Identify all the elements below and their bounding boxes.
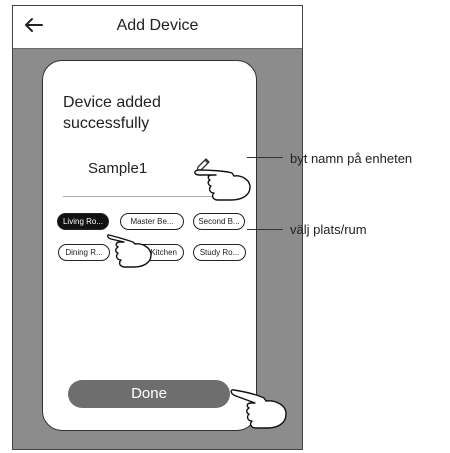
- divider: [63, 196, 238, 197]
- page-title: Add Device: [116, 17, 199, 34]
- device-added-card: Device added successfully Sample1 Living…: [42, 60, 257, 431]
- top-bar: Add Device: [13, 6, 302, 49]
- room-chip-dining-room[interactable]: Dining R...: [58, 244, 110, 261]
- callout-line: [247, 157, 283, 158]
- device-name: Sample1: [88, 160, 148, 177]
- pointing-hand-icon: [107, 234, 152, 268]
- callout-line: [247, 229, 283, 230]
- room-chip-master-bedroom[interactable]: Master Be...: [120, 213, 184, 230]
- success-message: Device added successfully: [63, 94, 161, 132]
- pointing-hand-icon: [230, 389, 287, 429]
- arrow-left-icon[interactable]: [22, 12, 48, 38]
- room-callout: välj plats/rum: [290, 222, 367, 237]
- done-button[interactable]: Done: [68, 380, 230, 408]
- rename-callout: byt namn på enheten: [290, 151, 413, 166]
- pointing-hand-icon: [194, 169, 251, 201]
- room-chip-study-room[interactable]: Study Ro...: [193, 244, 246, 261]
- room-chip-living-room[interactable]: Living Ro...: [57, 213, 109, 230]
- phone-screen: Add Device Device added successfully Sam…: [12, 5, 303, 450]
- room-chip-second-bedroom[interactable]: Second B...: [193, 213, 245, 230]
